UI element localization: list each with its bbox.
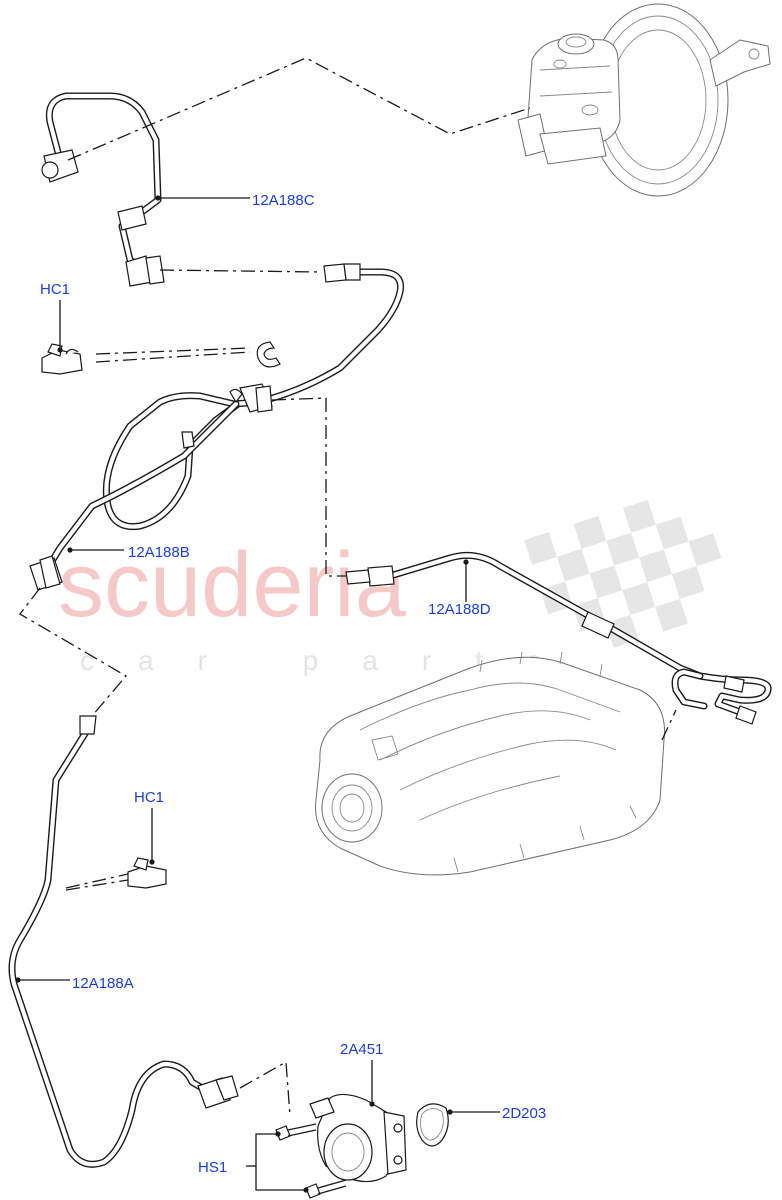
watermark: scuderia car parts bbox=[58, 499, 722, 676]
hose-12A188C[interactable] bbox=[41, 92, 165, 287]
hose-clip-loose[interactable] bbox=[256, 341, 281, 368]
label-HC1-upper[interactable]: HC1 bbox=[40, 281, 70, 298]
label-12A188B[interactable]: 12A188B bbox=[128, 544, 190, 561]
label-HC1-lower[interactable]: HC1 bbox=[134, 789, 164, 806]
connection-lines bbox=[19, 57, 677, 1117]
callout-labels: 12A188C HC1 12A188B 12A188D HC1 12A188A … bbox=[40, 192, 546, 1176]
label-12A188A[interactable]: 12A188A bbox=[72, 975, 134, 992]
pump-bolt-upper[interactable] bbox=[275, 1123, 317, 1141]
label-2A451[interactable]: 2A451 bbox=[340, 1041, 383, 1058]
label-HS1[interactable]: HS1 bbox=[198, 1159, 227, 1176]
label-12A188C[interactable]: 12A188C bbox=[252, 192, 315, 209]
vacuum-pump[interactable] bbox=[309, 1093, 407, 1183]
intake-manifold bbox=[315, 651, 665, 876]
brake-booster-assembly bbox=[517, 3, 771, 197]
hose-clip-upper[interactable] bbox=[41, 343, 83, 375]
hose-clip-lower[interactable] bbox=[127, 857, 167, 889]
label-12A188D[interactable]: 12A188D bbox=[428, 601, 491, 618]
watermark-brand: scuderia bbox=[58, 534, 407, 636]
label-2D203[interactable]: 2D203 bbox=[502, 1105, 546, 1122]
pump-seal[interactable] bbox=[416, 1103, 449, 1147]
watermark-checker bbox=[524, 499, 722, 648]
hose-12A188D[interactable] bbox=[345, 551, 772, 725]
hose-12A188A[interactable] bbox=[8, 715, 239, 1168]
leader-lines bbox=[15, 195, 500, 1193]
hose-12A188B[interactable] bbox=[29, 263, 405, 591]
pump-bolt-lower[interactable] bbox=[305, 1179, 347, 1199]
